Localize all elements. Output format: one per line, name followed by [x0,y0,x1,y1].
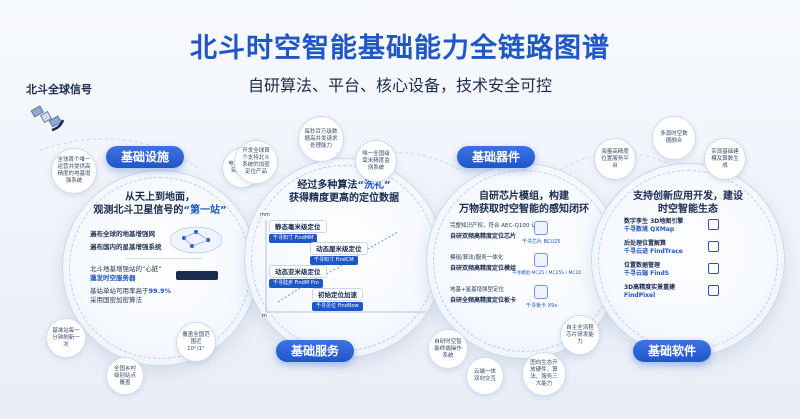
software-item: 后处理位置解算 千寻云迹 FindTrace [624,240,683,255]
services-bubble: 唯一全国级毫米精度监测系统 [355,140,397,182]
service-tier-product[interactable]: 千寻见位 FindNow [312,302,363,311]
device-model: 千寻板卡 X9x [526,303,558,309]
devices-bubble: 自研时空智能终端操作系统 [428,329,468,369]
device-model: 千寻模组 MC25 / MC25S / MC20 [512,271,582,276]
page-title: 北斗时空智能基础能力全链路图谱 [190,33,610,64]
services-bubble: 开发全球首个支持北斗系统的加密定位产品 [234,140,278,184]
trace-icon [708,241,719,252]
services-pill[interactable]: 基础服务 [276,340,354,362]
service-tier-product[interactable]: 千寻跬步 FindM Pro [269,279,323,288]
scale-label: mm [260,212,270,218]
software-heading: 支持创新应用开发，建设 时空智能生态 [633,191,743,215]
infrastructure-bubble: 全国乡村级别站点覆盖 [106,357,144,395]
infrastructure-heading: 从天上到地面， 观测北斗卫星信号的“第一站” [93,192,227,216]
infrastructure-bubble: 覆盖全国范围近10°/1° [176,322,216,362]
reconstruction-icon [708,285,719,296]
infrastructure-desc: 北斗地基增强站的“心脏” 蓮发时空服务器 [90,265,162,282]
data-management-icon [708,263,719,274]
network-cloud-icon [169,226,223,254]
service-tier-label: 动态亚米级定位 [269,265,327,278]
device-desc: 地基+星基增强型定位 [450,287,505,293]
software-item: 3D高精度实景重建 FindPixel [624,284,676,299]
service-tier-label: 静态毫米级定位 [269,220,327,233]
module-icon [534,253,548,267]
devices-bubble: 云端一体双向交互 [466,357,504,395]
device-name: 自研双频高精度定位模组 [450,265,517,272]
server-device [176,271,218,280]
infrastructure-stat: 基站单站可用率高于99.9% 采用国密加密算法 [90,287,172,304]
service-tier-product[interactable]: 千寻知寸 FindCM [310,256,358,265]
devices-bubble: 自主全流程芯片研发能力 [560,315,600,355]
beidou-signal-label: 北斗全球信号 [26,83,92,96]
service-tier-label: 初始定位加速 [312,288,363,301]
chip-icon [534,221,548,235]
software-pill[interactable]: 基础软件 [633,340,711,362]
board-icon [534,285,548,299]
satellite-icon [30,105,65,132]
device-desc: 完整知识产权，符合 AEC-Q100 认证 [450,223,543,229]
service-tier-label: 动态厘米级定位 [310,242,368,255]
infrastructure-bubble: 基准站每一分钟刷新一次 [46,318,86,358]
services-heading: 经过多种算法“洗礼” 获得精度更高的定位数据 [289,180,399,204]
devices-bubble: 图向生态开放硬件、算法、服务三大能力 [522,352,566,396]
software-bubble: 实现基础建模及算数生成 [704,138,746,180]
software-item: 数字孪生 3D地图引擎 千寻数境 QXMap [624,218,684,233]
software-ring [591,163,785,357]
page-subtitle: 自研算法、平台、核心设备，技术安全可控 [247,76,552,95]
infrastructure-pill[interactable]: 基础设施 [106,146,184,168]
infrastructure-item: 遍布全球的地基增强网 [90,230,155,238]
devices-pill[interactable]: 基础器件 [457,146,535,168]
precision-staircase [265,220,426,313]
scale-label: m [262,313,267,319]
service-tier-product[interactable]: 千寻知寸 FindMM [269,234,318,243]
services-bubble: 每秒百万级数据高并发请求处理能力 [298,116,344,162]
device-model: 千寻芯片 BCU25 [522,239,561,245]
device-desc: 模组/算法/服务一体化 [450,255,504,261]
infrastructure-ring [62,170,258,366]
infrastructure-divider [126,258,202,259]
infrastructure-bubble: 全球首个唯一运营并提供高精度的地基增强系统 [51,148,97,194]
software-bubble: 多源时空数据融合 [652,116,696,160]
software-bubble: 海量高精度位置服务平台 [594,138,636,180]
infrastructure-item: 遍布国内的星基增强系统 [90,243,162,251]
software-item: 位置数据管理 千寻云端 FindS [624,262,670,277]
device-name: 自研全频高精度定位板卡 [450,297,517,304]
map-engine-icon [708,219,719,230]
device-name: 自研双频高精度定位芯片 [450,233,517,240]
devices-heading: 自研芯片模组，构建 万物获取时空智能的感知闭环 [459,191,589,215]
